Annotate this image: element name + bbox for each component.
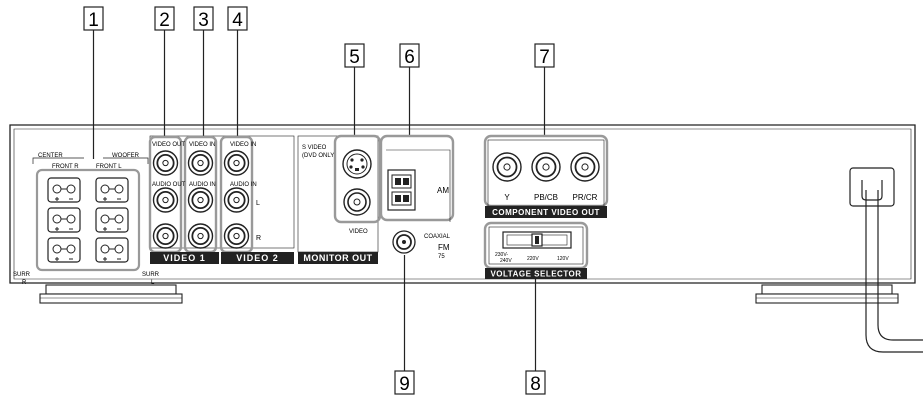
svg-text:240V: 240V bbox=[500, 258, 512, 264]
svg-text:220V: 220V bbox=[527, 256, 539, 262]
svg-text:VOLTAGE SELECTOR: VOLTAGE SELECTOR bbox=[490, 270, 581, 279]
rca-jack bbox=[152, 223, 179, 249]
svg-text:1: 1 bbox=[88, 10, 99, 31]
svg-text:AUDIO OUT: AUDIO OUT bbox=[152, 182, 186, 188]
svg-text:VIDEO 1: VIDEO 1 bbox=[163, 253, 206, 263]
svg-text:AUDIO IN: AUDIO IN bbox=[230, 182, 257, 188]
voltage-selector: 230V- 240V 220V 120V VOLTAGE SELECTOR bbox=[483, 221, 589, 279]
speaker-terminal bbox=[95, 177, 129, 203]
svg-text:(DVD ONLY): (DVD ONLY) bbox=[302, 153, 336, 159]
svg-text:4: 4 bbox=[232, 10, 243, 31]
svg-text:COAXIAL: COAXIAL bbox=[424, 234, 451, 240]
callout-1: 1 bbox=[83, 6, 104, 159]
speaker-section: CENTER WOOFER FRONT R FRONT L SURR R SUR… bbox=[13, 153, 160, 286]
svg-text:Y: Y bbox=[504, 193, 510, 202]
svg-text:FRONT L: FRONT L bbox=[96, 164, 122, 170]
callout-6: 6 bbox=[399, 43, 420, 136]
svg-text:MONITOR OUT: MONITOR OUT bbox=[303, 253, 372, 263]
svg-text:CENTER: CENTER bbox=[38, 153, 63, 159]
foot-right bbox=[755, 284, 899, 304]
callout-3: 3 bbox=[193, 6, 214, 136]
svg-text:VIDEO IN: VIDEO IN bbox=[230, 142, 256, 148]
rca-jack bbox=[187, 223, 214, 249]
rca-jack bbox=[187, 150, 214, 176]
svg-text:SURR: SURR bbox=[13, 272, 31, 278]
antenna-section: AM COAXIAL FM 75 bbox=[379, 134, 455, 260]
svg-text:5: 5 bbox=[349, 47, 360, 68]
component-video-section: Y PB/CB PR/CR COMPONENT VIDEO OUT bbox=[483, 134, 609, 218]
svg-text:VIDEO OUT: VIDEO OUT bbox=[152, 142, 185, 148]
svg-text:R: R bbox=[256, 235, 261, 242]
svg-text:75: 75 bbox=[438, 254, 445, 260]
svg-text:R: R bbox=[22, 280, 27, 286]
rca-jack bbox=[492, 152, 522, 182]
speaker-terminal bbox=[47, 237, 81, 263]
rca-jack bbox=[223, 223, 250, 249]
rca-jack bbox=[570, 152, 600, 182]
svg-text:L: L bbox=[151, 280, 155, 286]
chassis bbox=[9, 124, 916, 284]
rca-jack bbox=[152, 150, 179, 176]
svg-text:COMPONENT VIDEO OUT: COMPONENT VIDEO OUT bbox=[492, 208, 600, 217]
rca-jack bbox=[152, 187, 179, 213]
callout-2: 2 bbox=[154, 6, 175, 136]
svg-text:8: 8 bbox=[530, 374, 541, 395]
rca-jack bbox=[187, 187, 214, 213]
svg-text:230V-: 230V- bbox=[495, 252, 508, 258]
svg-text:2: 2 bbox=[159, 10, 170, 31]
speaker-terminal bbox=[95, 207, 129, 233]
monitor-out-section: S VIDEO (DVD ONLY) VIDEO MONITOR OUT bbox=[297, 134, 382, 264]
svg-text:VIDEO IN: VIDEO IN bbox=[189, 142, 215, 148]
callout-4: 4 bbox=[227, 6, 248, 136]
svg-text:AM: AM bbox=[437, 186, 449, 195]
svg-text:6: 6 bbox=[404, 47, 415, 68]
svg-text:VIDEO: VIDEO bbox=[349, 229, 368, 235]
video-section: VIDEO OUT AUDIO OUT VIDEO IN AUDIO IN VI… bbox=[148, 135, 295, 264]
speaker-terminal bbox=[47, 207, 81, 233]
svg-text:PB/CB: PB/CB bbox=[534, 193, 558, 202]
foot-left bbox=[39, 284, 183, 304]
callout-7: 7 bbox=[534, 43, 555, 136]
speaker-terminal bbox=[95, 237, 129, 263]
svg-text:FRONT R: FRONT R bbox=[52, 164, 79, 170]
speaker-terminal bbox=[47, 177, 81, 203]
callout-9: 9 bbox=[394, 255, 415, 395]
rca-jack bbox=[531, 152, 561, 182]
callout-8: 8 bbox=[525, 278, 546, 395]
power-cord bbox=[849, 167, 923, 353]
svg-text:L: L bbox=[256, 200, 260, 207]
svg-text:3: 3 bbox=[198, 10, 209, 31]
svg-text:S VIDEO: S VIDEO bbox=[302, 145, 327, 151]
svg-text:SURR: SURR bbox=[142, 272, 160, 278]
svg-text:7: 7 bbox=[539, 47, 550, 68]
svg-text:PR/CR: PR/CR bbox=[573, 193, 598, 202]
callout-5: 5 bbox=[344, 43, 365, 136]
svg-text:9: 9 bbox=[399, 374, 410, 395]
svg-text:FM: FM bbox=[438, 243, 450, 252]
svg-text:AUDIO IN: AUDIO IN bbox=[189, 182, 216, 188]
svg-text:VIDEO 2: VIDEO 2 bbox=[236, 253, 279, 263]
rca-jack bbox=[223, 187, 250, 213]
rca-jack bbox=[223, 150, 250, 176]
svg-text:120V: 120V bbox=[557, 256, 569, 262]
svg-text:WOOFER: WOOFER bbox=[112, 153, 140, 159]
